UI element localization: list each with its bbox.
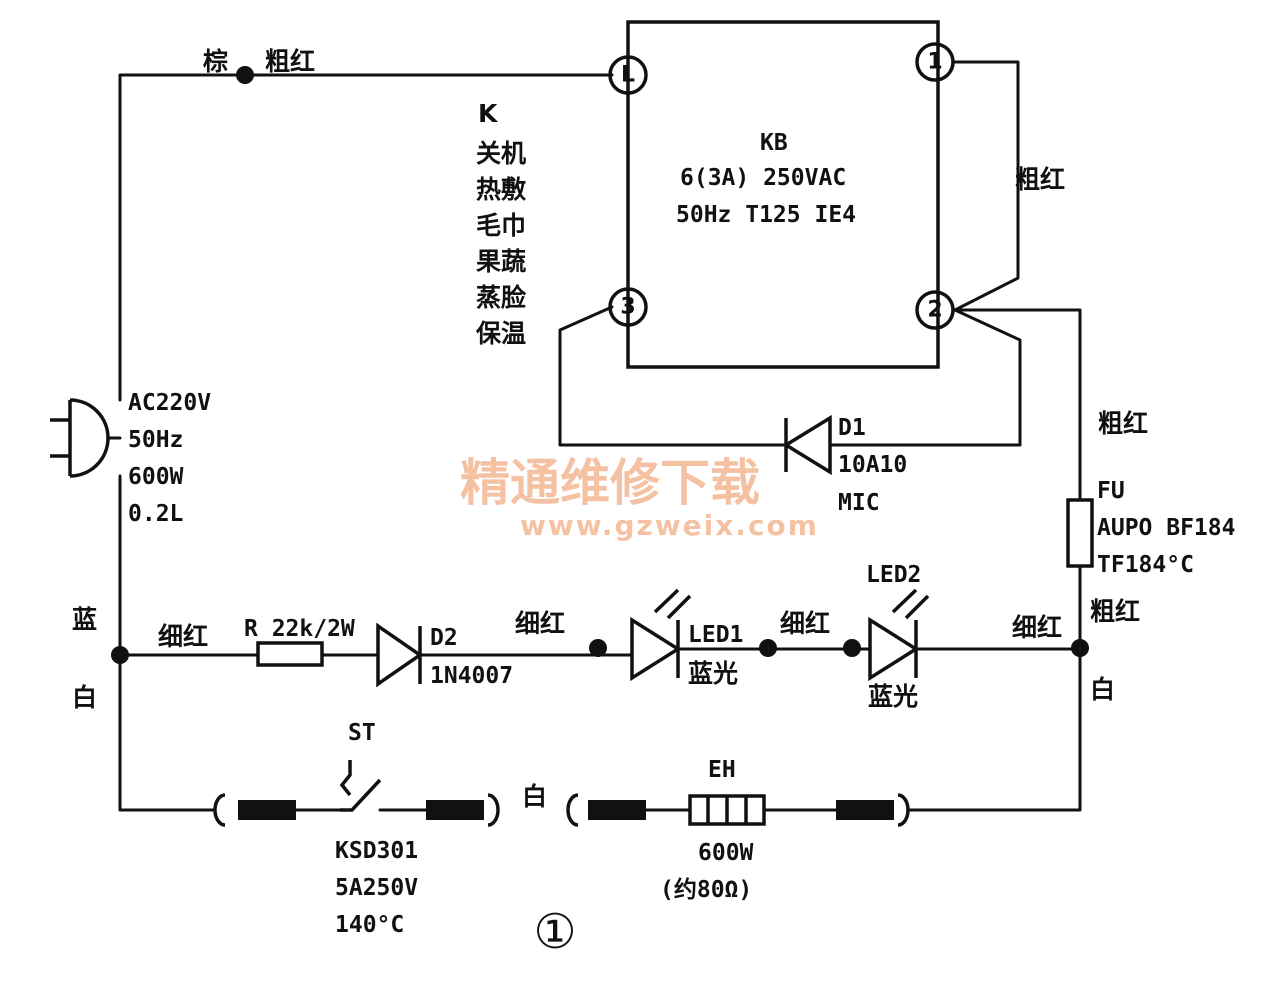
heater-eh [688,794,766,826]
label-st-part: KSD301 [335,838,418,864]
label-mode-4: 蒸脸 [476,283,527,312]
kb-switch-box [626,20,940,369]
thermostat-st [339,760,428,812]
resistor-r [256,641,324,667]
junction-brown [236,66,254,84]
fuse-fu [1066,498,1094,568]
svg-text:2: 2 [927,298,942,323]
watermark-text: 精通维修下载 [460,454,760,512]
label-fu-temp: TF184°C [1097,552,1194,578]
label-kb-spec2: 50Hz T125 IE4 [676,202,856,228]
label-white-right: 白 [1090,675,1115,704]
label-thick-red-fuse-top: 粗红 [1098,409,1148,438]
wire-jumper-1-2 [953,60,1020,312]
connector-left [213,793,296,827]
terminal-1: 1 [915,42,955,82]
led2 [868,588,930,682]
label-thin-red-2: 细红 [515,609,565,638]
label-kb-title: KB [760,130,788,156]
label-mode-3: 果蔬 [476,247,526,276]
label-st-rating: 5A250V [335,875,418,901]
label-mode-1: 热敷 [476,175,527,204]
terminal-l: L [608,55,648,95]
terminal-3: 3 [608,287,648,327]
connector-st-right [426,793,500,827]
label-white-bottom: 白 [522,782,547,811]
label-led1-color: 蓝光 [688,659,738,688]
terminal-2: 2 [915,290,955,330]
wire-terminal3-d1 [558,305,787,447]
wire-terminal2-fuse [953,308,1082,502]
label-thin-red-3: 细红 [780,609,830,638]
figure-number: ① [533,904,576,960]
connector-eh-left [566,793,646,827]
label-d1-part: 10A10 [838,452,907,478]
label-fu-name: FU [1097,478,1125,504]
label-blue: 蓝 [72,605,97,634]
label-plug-spec-0: AC220V [128,390,211,416]
label-brown: 棕 [203,47,228,76]
label-st-temp: 140°C [335,912,404,938]
label-thin-red-1: 细红 [158,622,208,651]
label-switch-k: K [478,99,499,128]
label-d1-mfr: MIC [838,490,880,516]
junction-d2-led1 [589,639,607,657]
label-led1-name: LED1 [688,622,743,648]
wire-terminal2-d1 [828,308,1022,447]
label-resistor: R 22k/2W [244,616,355,642]
svg-text:1: 1 [927,50,942,75]
label-plug-spec-2: 600W [128,464,184,490]
watermark-url: www.gzweix.com [520,509,819,542]
svg-text:L: L [621,63,635,88]
diode-d1 [782,414,832,476]
label-white-left: 白 [72,683,97,712]
label-d2-part: 1N4007 [430,663,513,689]
label-st-name: ST [348,720,376,746]
label-d1-name: D1 [838,415,866,441]
label-eh-name: EH [708,757,736,783]
label-mode-2: 毛巾 [476,211,526,240]
label-plug-spec-3: 0.2L [128,501,183,527]
label-d2-name: D2 [430,625,458,651]
label-eh-resistance: (约80Ω) [660,876,752,903]
label-eh-power: 600W [698,840,754,866]
label-thick-red-right: 粗红 [1015,165,1065,194]
label-led2-name: LED2 [866,562,921,588]
label-mode-0: 关机 [476,139,526,168]
connector-right [836,793,910,827]
wire-neutral-right [908,646,1082,812]
label-led2-color: 蓝光 [868,682,918,711]
junction-led1-a [759,639,777,657]
label-kb-spec1: 6(3A) 250VAC [680,165,846,191]
power-plug-icon [50,398,110,478]
label-mode-5: 保温 [475,319,526,348]
wire-neutral-left [118,474,217,812]
led1 [630,588,692,682]
diode-d2 [376,622,424,688]
label-thick-red-top: 粗红 [265,47,315,76]
junction-led1-b [843,639,861,657]
svg-text:3: 3 [620,295,635,320]
label-plug-spec-1: 50Hz [128,427,183,453]
label-thick-red-fuse-bottom: 粗红 [1090,597,1140,626]
label-fu-part: AUPO BF184 [1097,515,1235,541]
label-thin-red-4: 细红 [1012,613,1062,642]
wire-brown-live [118,73,614,402]
